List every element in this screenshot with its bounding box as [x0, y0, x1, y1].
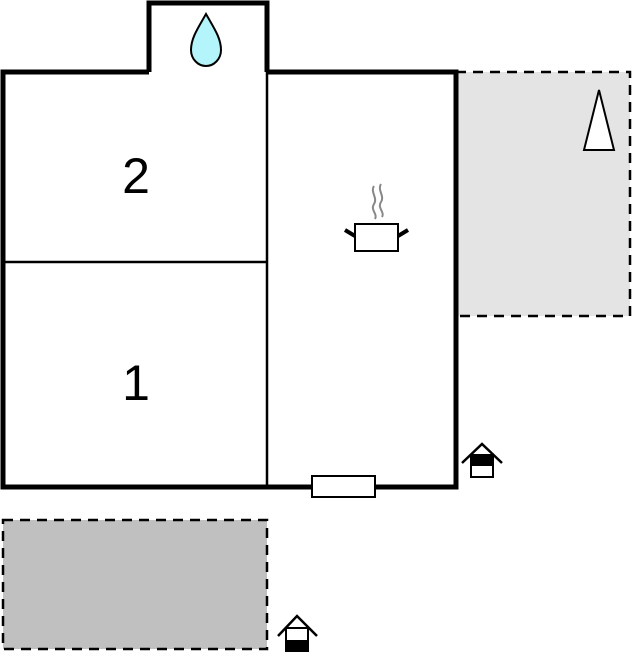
window — [311, 475, 376, 498]
room-1-label: 1 — [122, 355, 150, 411]
tree-icon — [582, 89, 616, 151]
entrance-house-icon — [461, 442, 503, 478]
water-drop-icon — [189, 11, 223, 68]
interior-walls — [3, 72, 269, 487]
entrance-house-icon — [277, 614, 318, 652]
cooking-pot-icon — [343, 183, 410, 252]
room-2-label: 2 — [122, 148, 150, 204]
terrace-bottom — [1, 518, 269, 651]
house-outline — [0, 69, 459, 490]
